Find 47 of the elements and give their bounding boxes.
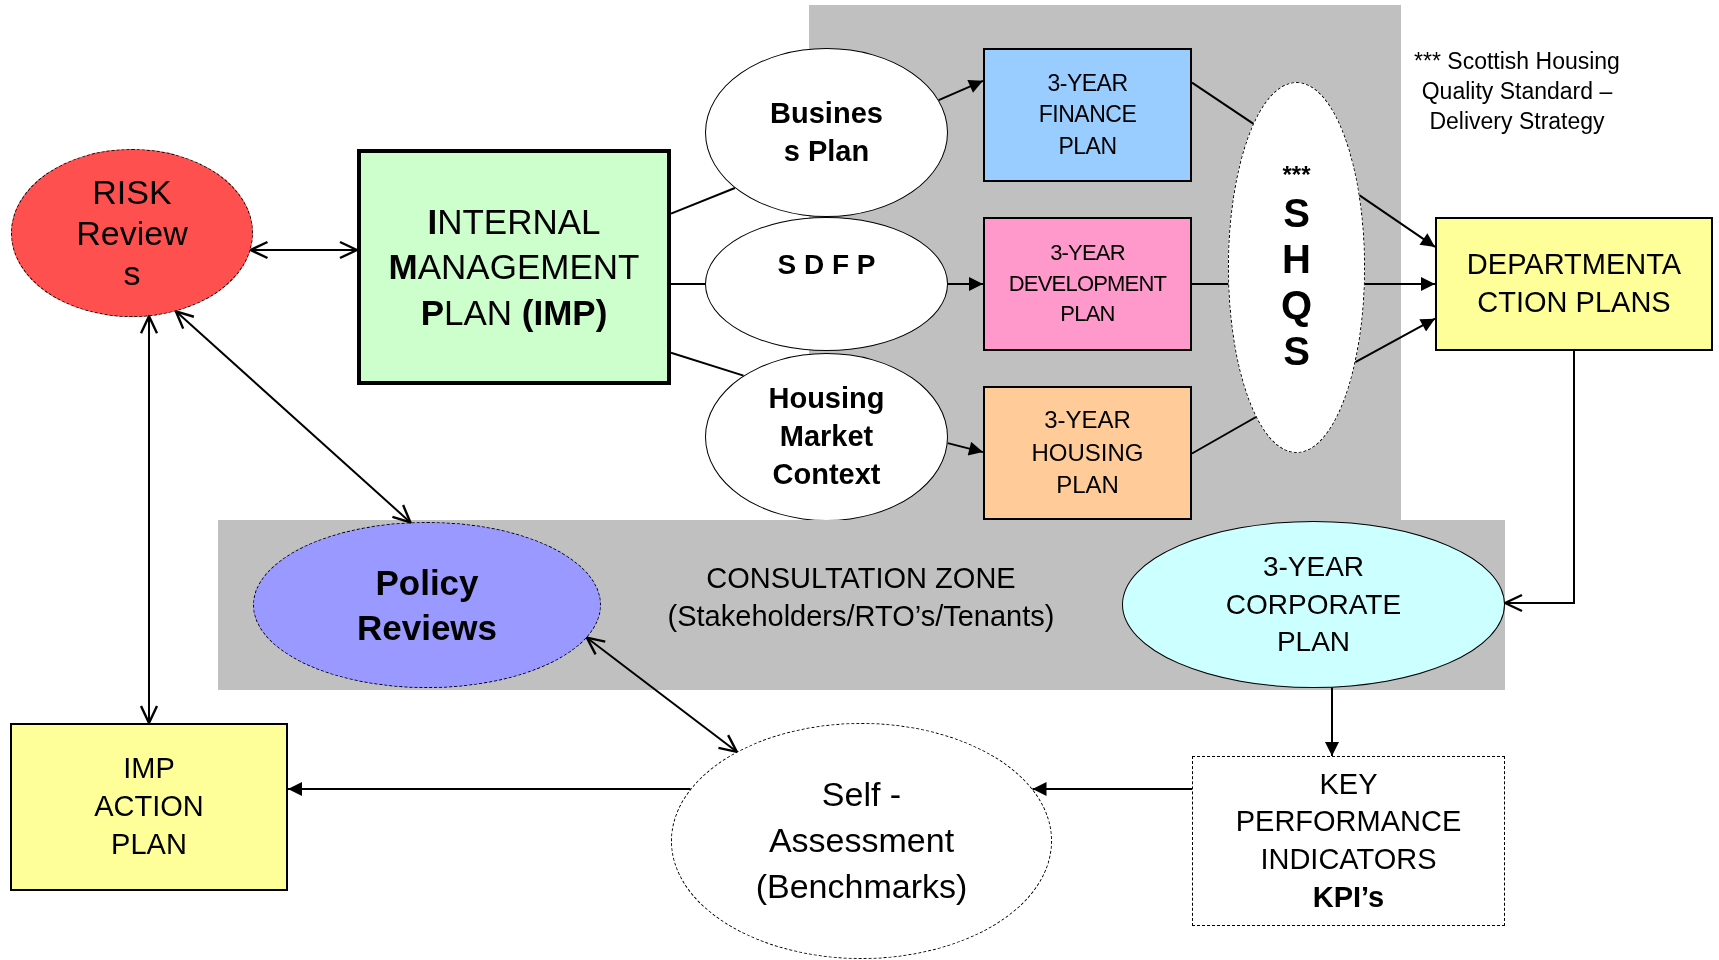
connector-line bbox=[670, 187, 736, 215]
management-plan-box bbox=[357, 149, 671, 385]
arrow bbox=[1503, 350, 1575, 613]
connector-line bbox=[670, 351, 745, 377]
arrow bbox=[174, 310, 412, 524]
consultation-zone-band bbox=[218, 520, 1505, 690]
node-label: Housing Market Context bbox=[767, 381, 886, 492]
node-label: Self - Assessment (Benchmarks) bbox=[754, 774, 969, 907]
node-label: Busines s Plan bbox=[769, 95, 884, 169]
node-label: INTERNAL MANAGEMENT PLAN (IMP) bbox=[387, 200, 641, 334]
note-text: *** Scottish Housing Quality Standard – Delivery Strategy bbox=[1413, 47, 1621, 136]
arrow bbox=[585, 636, 738, 753]
arrow bbox=[1031, 782, 1193, 796]
arrow bbox=[249, 240, 359, 260]
connector-line bbox=[1191, 416, 1257, 455]
corporate-plan-ellipse bbox=[1122, 521, 1505, 688]
node-label: IMP ACTION PLAN bbox=[93, 751, 205, 862]
node-label: RISK Review s bbox=[75, 171, 189, 295]
node-label: Policy Reviews bbox=[355, 561, 499, 649]
node-label: SHQS bbox=[1279, 189, 1314, 374]
node-label: 3-YEAR DEVELOPMENT PLAN bbox=[1007, 238, 1168, 329]
connector-line bbox=[1191, 283, 1230, 285]
arrow bbox=[287, 782, 692, 796]
node-label: S D F P bbox=[777, 248, 876, 282]
arrow bbox=[1358, 194, 1436, 248]
plan-box bbox=[983, 48, 1192, 182]
node-label: KEY PERFORMANCE INDICATORS KPI’s bbox=[1234, 766, 1463, 915]
node-label: 3-YEAR FINANCE PLAN bbox=[1037, 69, 1138, 161]
arrow bbox=[139, 315, 159, 725]
connector-line bbox=[1191, 81, 1255, 125]
plan-box bbox=[983, 386, 1192, 520]
action-plan-box bbox=[10, 723, 288, 891]
node-label: 3-YEAR HOUSING PLAN bbox=[1030, 405, 1145, 501]
arrow bbox=[947, 277, 984, 291]
arrow bbox=[937, 79, 984, 102]
arrow bbox=[1354, 317, 1436, 364]
arrow bbox=[1363, 277, 1436, 291]
action-plans-box bbox=[1435, 217, 1713, 351]
plan-box bbox=[983, 217, 1192, 351]
connector-line bbox=[670, 283, 706, 285]
arrow bbox=[1325, 686, 1339, 757]
node-label: 3-YEAR CORPORATE PLAN bbox=[1224, 549, 1403, 660]
indicators-box bbox=[1192, 756, 1505, 926]
node-label: DEPARTMENTA CTION PLANS bbox=[1465, 247, 1683, 320]
node-label: CONSULTATION ZONE (Stakeholders/RTO’s/Tenants) bbox=[666, 561, 1056, 634]
asterisk-mark: *** bbox=[1282, 161, 1311, 190]
arrow bbox=[946, 441, 984, 456]
